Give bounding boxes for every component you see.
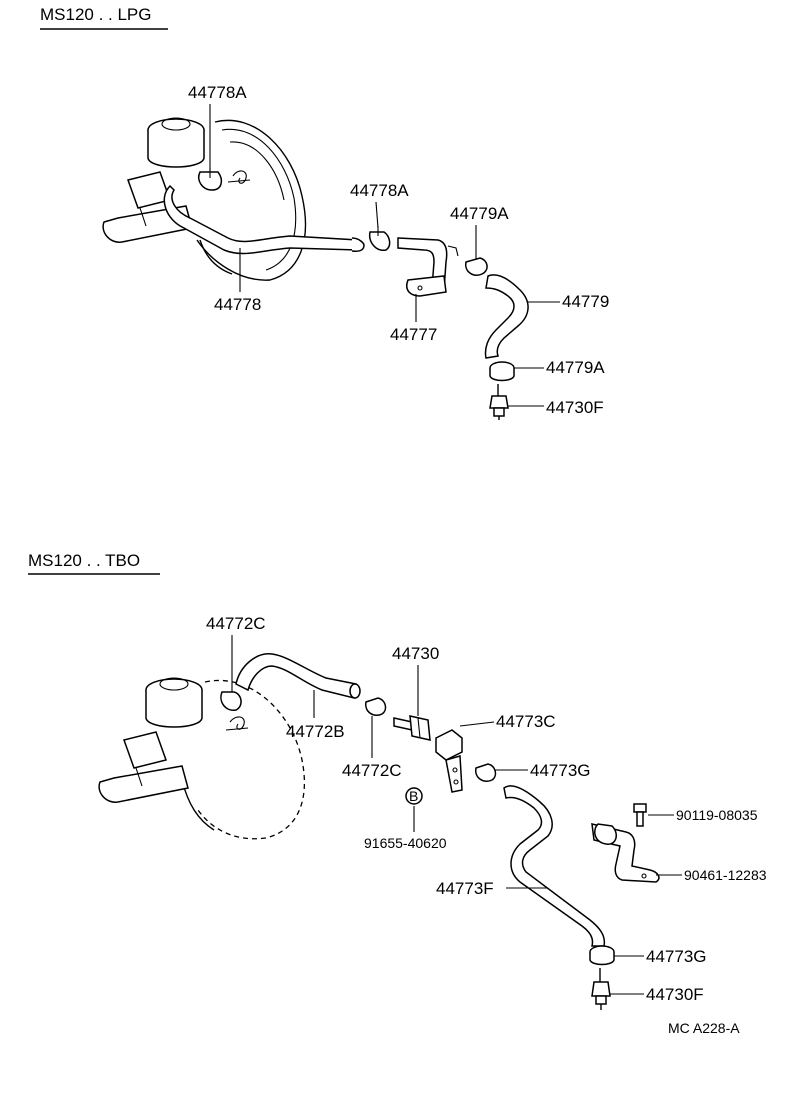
union-44730 bbox=[393, 715, 431, 741]
clamp-44773g-bottom bbox=[589, 945, 615, 966]
hose-44773f bbox=[503, 785, 606, 947]
clamp-44772c-bottom bbox=[365, 697, 387, 716]
clamp-44773g-top bbox=[475, 763, 497, 782]
label-44773c: 44773C bbox=[496, 712, 556, 731]
union-44730f-top bbox=[489, 384, 509, 420]
union-44730f-bottom bbox=[591, 968, 611, 1010]
clamp-44778a-top bbox=[198, 168, 223, 191]
section-tbo: MS120 . . TBO bbox=[28, 551, 767, 1036]
figure-code: MC A228-A bbox=[668, 1020, 740, 1036]
label-91655-40620: 91655-40620 bbox=[364, 835, 447, 851]
label-44730: 44730 bbox=[392, 644, 439, 663]
label-44777: 44777 bbox=[390, 325, 437, 344]
label-44773f: 44773F bbox=[436, 879, 494, 898]
section-title-lpg: MS120 . . LPG bbox=[40, 5, 152, 24]
bracket-90461-12283 bbox=[591, 823, 660, 883]
pipe-bracket-44777 bbox=[397, 237, 459, 297]
label-44773g-bottom: 44773G bbox=[646, 947, 707, 966]
label-44779: 44779 bbox=[562, 292, 609, 311]
clamp-44779a-bottom bbox=[489, 361, 515, 382]
marker-b-text: B bbox=[409, 788, 418, 804]
hose-44772b bbox=[235, 653, 361, 699]
label-44778a-top: 44778A bbox=[188, 83, 247, 102]
label-44779a-top: 44779A bbox=[450, 204, 509, 223]
label-44730f-top: 44730F bbox=[546, 398, 604, 417]
bolt-90119-08035 bbox=[633, 803, 647, 827]
hose-44778 bbox=[163, 184, 365, 255]
label-44779a-bottom: 44779A bbox=[546, 358, 605, 377]
label-44772c-top: 44772C bbox=[206, 614, 266, 633]
label-44778: 44778 bbox=[214, 295, 261, 314]
clamp-44779a-top bbox=[465, 257, 488, 276]
label-90461-12283: 90461-12283 bbox=[684, 867, 767, 883]
label-44778a-mid: 44778A bbox=[350, 181, 409, 200]
label-44772b: 44772B bbox=[286, 722, 345, 741]
label-44773g-top: 44773G bbox=[530, 761, 591, 780]
hose-44779 bbox=[484, 274, 529, 359]
label-44772c-bottom: 44772C bbox=[342, 761, 402, 780]
connector-b-marker: B bbox=[405, 787, 423, 805]
label-90119-08035: 90119-08035 bbox=[676, 807, 758, 823]
label-44730f-bottom: 44730F bbox=[646, 985, 704, 1004]
fitting-44773c bbox=[435, 729, 463, 793]
clamp-44772c-top bbox=[220, 691, 242, 711]
section-title-tbo: MS120 . . TBO bbox=[28, 551, 140, 570]
brake-booster bbox=[98, 677, 306, 840]
brake-booster bbox=[102, 117, 307, 281]
section-lpg: MS120 . . LPG bbox=[40, 5, 609, 420]
clamp-44778a-mid bbox=[368, 226, 391, 251]
